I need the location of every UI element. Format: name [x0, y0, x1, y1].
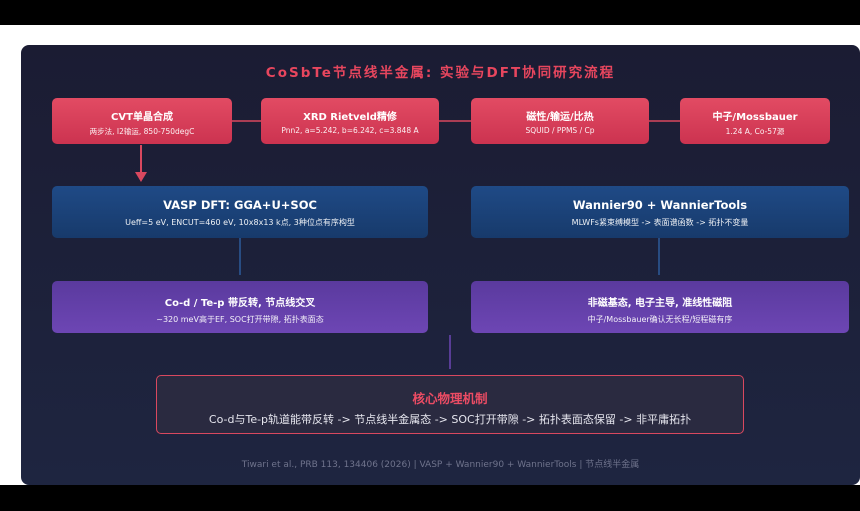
- box-title: Co-d / Te-p 带反转, 节点线交叉: [164, 298, 316, 309]
- box-title: XRD Rietveld精修: [303, 112, 397, 123]
- box-subtitle: Ueff=5 eV, ENCUT=460 eV, 10x8x13 k点, 3种位…: [125, 218, 355, 227]
- experiment-box-synthesis: CVT单晶合成 两步法, I2输运, 850-750degC: [52, 98, 232, 144]
- box-subtitle: MLWFs紧束缚模型 -> 表面谱函数 -> 拓扑不变量: [571, 218, 749, 227]
- box-title: 非磁基态, 电子主导, 准线性磁阻: [587, 298, 733, 309]
- box-subtitle: 中子/Mossbauer确认无长程/短程磁有序: [587, 315, 733, 324]
- experiment-box-transport: 磁性/输运/比热 SQUID / PPMS / Cp: [471, 98, 649, 144]
- method-box-wannier: Wannier90 + WannierTools MLWFs紧束缚模型 -> 表…: [471, 186, 849, 238]
- box-title: CVT单晶合成: [111, 112, 173, 123]
- core-text: Co-d与Te-p轨道能带反转 -> 节点线半金属态 -> SOC打开带隙 ->…: [208, 413, 692, 426]
- box-subtitle: ~320 meV高于EF, SOC打开带隙, 拓扑表面态: [156, 315, 324, 324]
- box-subtitle: 1.24 A, Co-57源: [725, 127, 785, 136]
- box-title: 磁性/输运/比热: [526, 112, 594, 123]
- experiment-box-xrd: XRD Rietveld精修 Pnn2, a=5.242, b=6.242, c…: [261, 98, 439, 144]
- core-title: 核心物理机制: [412, 391, 488, 406]
- box-title: 中子/Mossbauer: [712, 112, 798, 123]
- box-subtitle: 两步法, I2输运, 850-750degC: [89, 127, 195, 136]
- box-subtitle: Pnn2, a=5.242, b=6.242, c=3.848 A: [281, 126, 419, 135]
- footer-citation: Tiwari et al., PRB 113, 134406 (2026) | …: [241, 460, 640, 470]
- experiment-box-neutron: 中子/Mossbauer 1.24 A, Co-57源: [680, 98, 830, 144]
- diagram-panel: CoSbTe节点线半金属: 实验与DFT协同研究流程 CVT单晶合成 两步法, …: [21, 45, 860, 485]
- result-box-band-inversion: Co-d / Te-p 带反转, 节点线交叉 ~320 meV高于EF, SOC…: [52, 281, 428, 333]
- method-box-vasp: VASP DFT: GGA+U+SOC Ueff=5 eV, ENCUT=460…: [52, 186, 428, 238]
- core-mechanism-box: 核心物理机制 Co-d与Te-p轨道能带反转 -> 节点线半金属态 -> SOC…: [156, 375, 744, 434]
- result-box-magnetism: 非磁基态, 电子主导, 准线性磁阻 中子/Mossbauer确认无长程/短程磁有…: [471, 281, 849, 333]
- box-title: Wannier90 + WannierTools: [572, 198, 748, 212]
- diagram-title: CoSbTe节点线半金属: 实验与DFT协同研究流程: [265, 65, 616, 81]
- box-subtitle: SQUID / PPMS / Cp: [525, 126, 595, 135]
- arrow-head: [135, 172, 147, 182]
- box-title: VASP DFT: GGA+U+SOC: [163, 198, 317, 212]
